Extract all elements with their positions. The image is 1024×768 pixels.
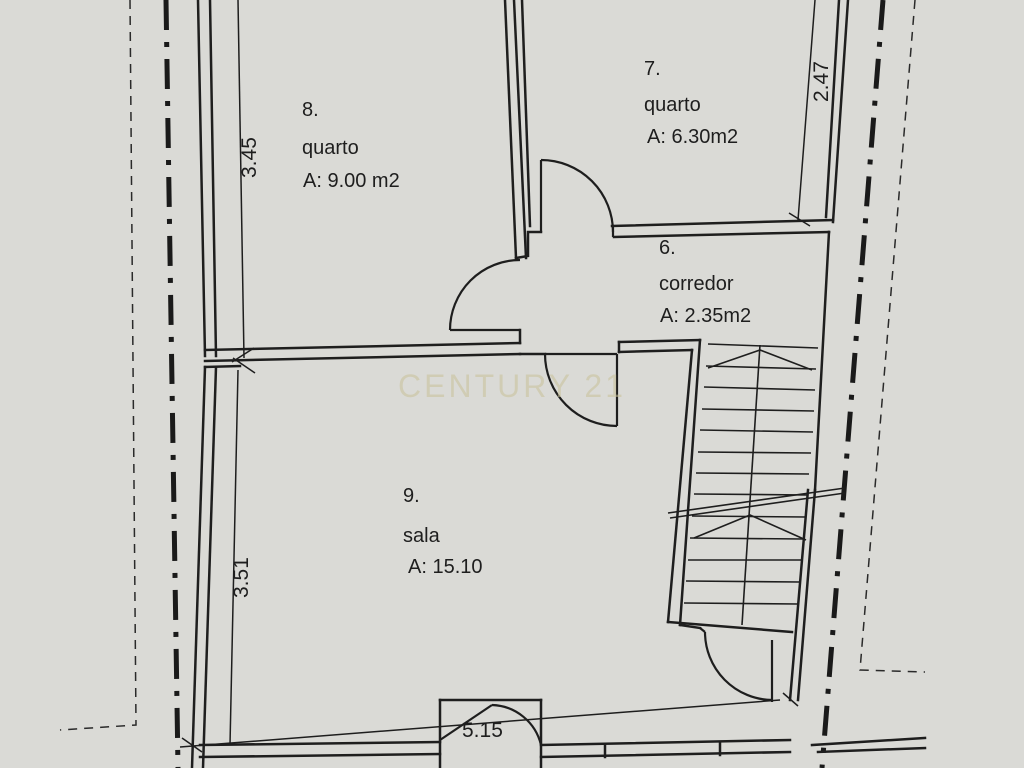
room-6-area: A: 2.35m2 [660,305,751,327]
dimension-bottom-width: 5.15 [462,719,503,742]
dimension-room-9-height: 3.51 [230,557,253,598]
room-9-name: sala [403,525,441,547]
room-6-number: 6. [659,237,676,259]
room-7-number: 7. [644,58,661,80]
walls [190,0,927,768]
room-9-number: 9. [403,485,420,507]
room-7-area: A: 6.30m2 [647,126,738,148]
dimension-room-8-height: 3.45 [238,137,261,178]
room-8-area: A: 9.00 m2 [303,170,400,192]
room-9-area: A: 15.10 [408,556,483,578]
dashed-boundaries [59,0,926,731]
room-8-number: 8. [302,99,319,121]
watermark-text: CENTURY 21 [398,368,626,404]
room-7-name: quarto [644,94,701,116]
dimension-room-7-height: 2.47 [810,61,833,102]
dimension-lines [179,0,816,753]
axis-lines [163,0,886,768]
room-8-name: quarto [302,137,359,159]
stairs [667,343,846,626]
room-6-name: corredor [659,273,734,295]
doors [439,158,774,746]
